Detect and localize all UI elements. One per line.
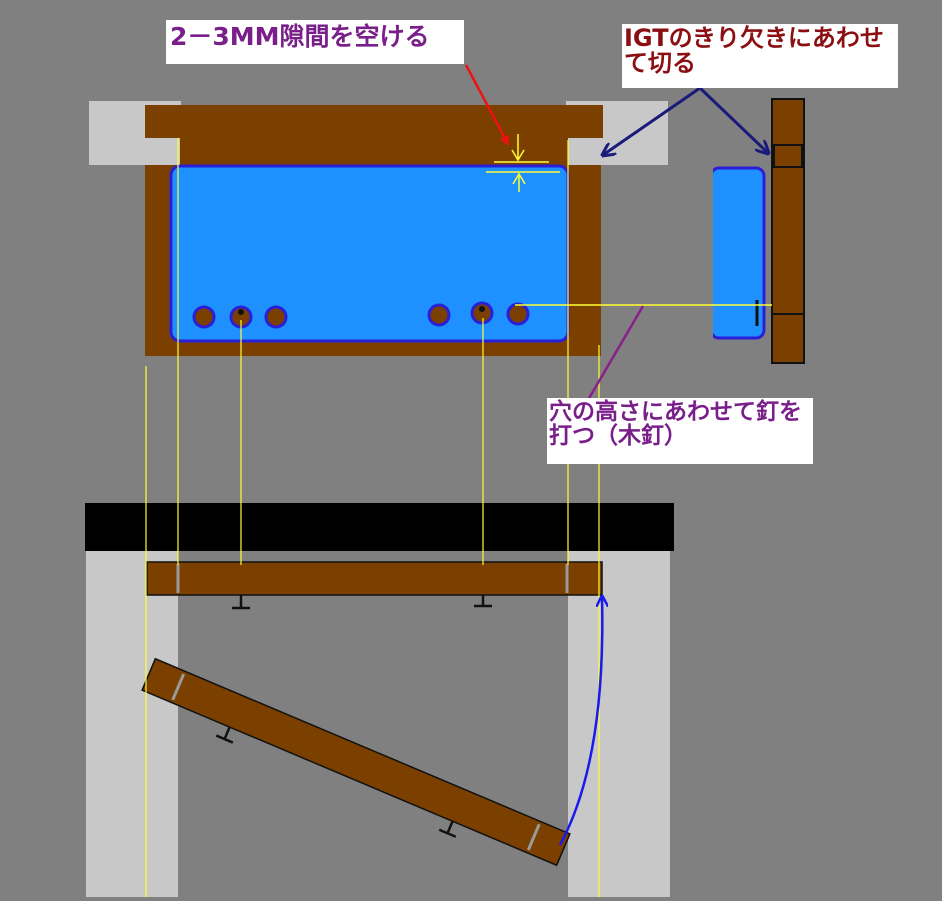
side-panel-left-trim xyxy=(704,166,713,342)
hole xyxy=(192,305,216,329)
nail-dot xyxy=(479,306,485,312)
leg-right xyxy=(568,551,670,897)
nail-dot xyxy=(238,309,244,315)
igt-note-text: IGTのきり欠きにあわせて切る xyxy=(624,24,884,78)
purple-arrow xyxy=(586,305,645,401)
blue-curved-arrow xyxy=(558,597,602,846)
nail-note-text: 穴の高さにあわせて釘を打つ（木釘） xyxy=(549,399,802,450)
hole xyxy=(470,301,494,325)
leg-left xyxy=(86,551,178,897)
wood-bar-installed xyxy=(146,561,603,596)
notch-mark xyxy=(773,144,803,168)
tabletop xyxy=(85,503,674,551)
red-arrow xyxy=(464,64,510,146)
hole xyxy=(264,305,288,329)
navy-arrow-left xyxy=(603,86,701,155)
hole xyxy=(427,303,451,327)
hole xyxy=(506,302,530,326)
igt-note-label: IGTのきり欠きにあわせて切る xyxy=(622,24,898,88)
wood-post-side-view xyxy=(771,98,805,364)
gap-note-text: 2－3MM隙間を空ける xyxy=(170,22,430,51)
wood-bar-tilted xyxy=(141,657,571,867)
nail-note-label: 穴の高さにあわせて釘を打つ（木釘） xyxy=(547,398,813,464)
nails-installed xyxy=(232,595,492,610)
navy-arrow-right xyxy=(698,86,768,153)
panel-holes xyxy=(192,301,530,329)
gap-note-label: 2－3MM隙間を空ける xyxy=(166,20,464,64)
gap-dimension xyxy=(486,134,560,192)
